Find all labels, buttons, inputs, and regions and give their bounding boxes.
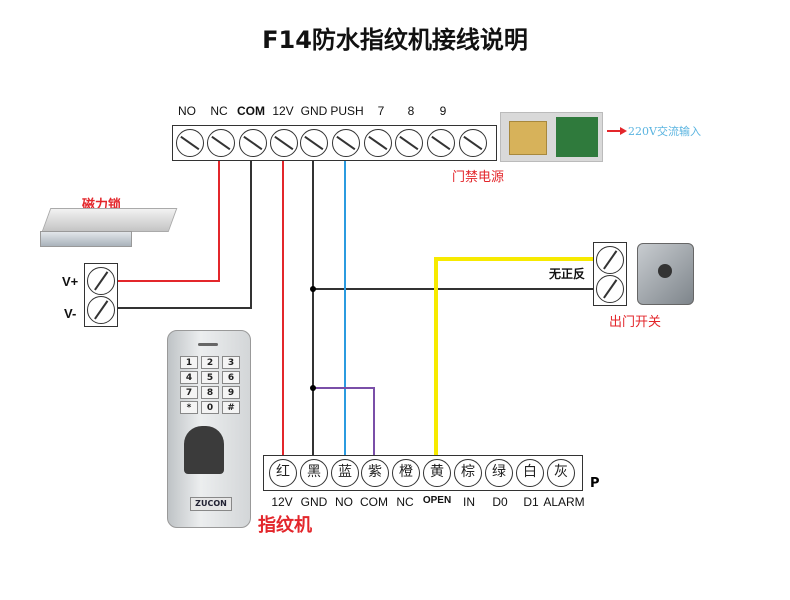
reader-terminal-orange[interactable]: 橙 [392, 459, 420, 487]
reader-terminal-label: 12V [271, 495, 293, 509]
power-terminal-labels: NO NC COM 12V GND PUSH 7 8 9 [172, 104, 482, 120]
terminal-screw-exit-2[interactable] [596, 275, 624, 303]
reader-terminal-label: COM [360, 495, 388, 509]
keypad-key[interactable]: 9 [222, 386, 240, 399]
power-terminal-block [172, 125, 497, 161]
power-supply-unit [500, 112, 603, 162]
power-supply-label: 门禁电源 [452, 170, 505, 185]
magnetic-lock-body [41, 208, 178, 232]
terminal-screw-7[interactable] [364, 129, 392, 157]
reader-terminal-label: D1 [523, 495, 539, 509]
reader-terminal-brown[interactable]: 棕 [454, 459, 482, 487]
reader-terminal-yellow[interactable]: 黄 [423, 459, 451, 487]
lock-terminal-label: V+ [62, 274, 79, 289]
terminal-screw-vplus[interactable] [87, 267, 115, 295]
magnetic-lock-armature [40, 231, 132, 247]
reader-speaker-icon [198, 343, 218, 346]
fingerprint-sensor-icon[interactable] [184, 426, 224, 474]
ac-input-arrow-head [620, 127, 627, 135]
terminal-screw-9[interactable] [427, 129, 455, 157]
power-terminal-label: COM [237, 104, 265, 118]
circuit-board-icon [556, 117, 598, 157]
terminal-screw-exit-1[interactable] [596, 246, 624, 274]
keypad-key[interactable]: 7 [180, 386, 198, 399]
reader-terminal-red[interactable]: 红 [269, 459, 297, 487]
reader-terminal-label: ALARM [543, 495, 585, 509]
junction-dot [310, 286, 316, 292]
power-terminal-label: PUSH [330, 104, 364, 118]
power-terminal-label: GND [300, 104, 328, 118]
terminal-screw-push[interactable] [332, 129, 360, 157]
terminal-screw-no[interactable] [176, 129, 204, 157]
exit-button-image[interactable] [637, 243, 694, 305]
keypad-key[interactable]: 8 [201, 386, 219, 399]
reader-terminal-white[interactable]: 白 [516, 459, 544, 487]
wire-gnd-to-reader-com [313, 387, 375, 458]
reader-terminal-label: IN [463, 495, 475, 509]
keypad-key[interactable]: # [222, 401, 240, 414]
lock-terminal-block [84, 263, 118, 327]
wire-nc-to-vplus [118, 160, 220, 282]
keypad-key[interactable]: 2 [201, 356, 219, 369]
terminal-screw-com[interactable] [239, 129, 267, 157]
reader-terminal-block: 红 黑 蓝 紫 橙 黄 棕 绿 白 灰 [263, 455, 583, 491]
power-terminal-label: NC [210, 104, 228, 118]
terminal-screw-nc[interactable] [207, 129, 235, 157]
terminal-screw-8[interactable] [395, 129, 423, 157]
keypad-key[interactable]: 3 [222, 356, 240, 369]
wire-com-to-vminus [118, 160, 252, 309]
power-terminal-label: 9 [439, 104, 447, 118]
keypad-key[interactable]: 6 [222, 371, 240, 384]
junction-dot [310, 385, 316, 391]
terminal-screw-10[interactable] [459, 129, 487, 157]
reader-terminal-label: OPEN [422, 495, 452, 506]
terminal-screw-12v[interactable] [270, 129, 298, 157]
lock-terminal-label: V- [64, 306, 77, 321]
ac-input-label: 220V交流输入 [628, 125, 701, 138]
exit-button-knob-icon [658, 264, 672, 278]
reader-terminal-blue[interactable]: 蓝 [331, 459, 359, 487]
keypad-key[interactable]: 4 [180, 371, 198, 384]
exit-button-label: 出门开关 [609, 315, 662, 330]
reader-side-label: P [590, 476, 600, 491]
wire-open-to-exit [434, 257, 597, 458]
reader-terminal-label: D0 [492, 495, 508, 509]
reader-terminal-label: NC [396, 495, 414, 509]
power-terminal-label: 12V [272, 104, 294, 118]
diagram-title: F14防水指纹机接线说明 [262, 26, 528, 54]
reader-terminal-black[interactable]: 黑 [300, 459, 328, 487]
reader-terminal-purple[interactable]: 紫 [361, 459, 389, 487]
reader-terminal-label: GND [300, 495, 328, 509]
reader-terminal-gray[interactable]: 灰 [547, 459, 575, 487]
reader-terminal-green[interactable]: 绿 [485, 459, 513, 487]
power-terminal-label: NO [178, 104, 196, 118]
reader-terminal-labels: 12V GND NO COM NC OPEN IN D0 D1 ALARM [263, 495, 585, 509]
keypad-key[interactable]: 1 [180, 356, 198, 369]
fingerprint-reader-label: 指纹机 [258, 515, 312, 536]
keypad-key[interactable]: 5 [201, 371, 219, 384]
power-terminal-label: 8 [407, 104, 415, 118]
keypad-key[interactable]: * [180, 401, 198, 414]
power-terminal-label: 7 [377, 104, 385, 118]
keypad-key[interactable]: 0 [201, 401, 219, 414]
brand-badge: ZUCON [190, 497, 232, 511]
reader-terminal-label: NO [335, 495, 353, 509]
terminal-screw-vminus[interactable] [87, 296, 115, 324]
terminal-screw-gnd[interactable] [300, 129, 328, 157]
exit-terminal-block [593, 242, 627, 306]
polarity-note: 无正反 [549, 267, 586, 281]
transformer-icon [509, 121, 547, 155]
